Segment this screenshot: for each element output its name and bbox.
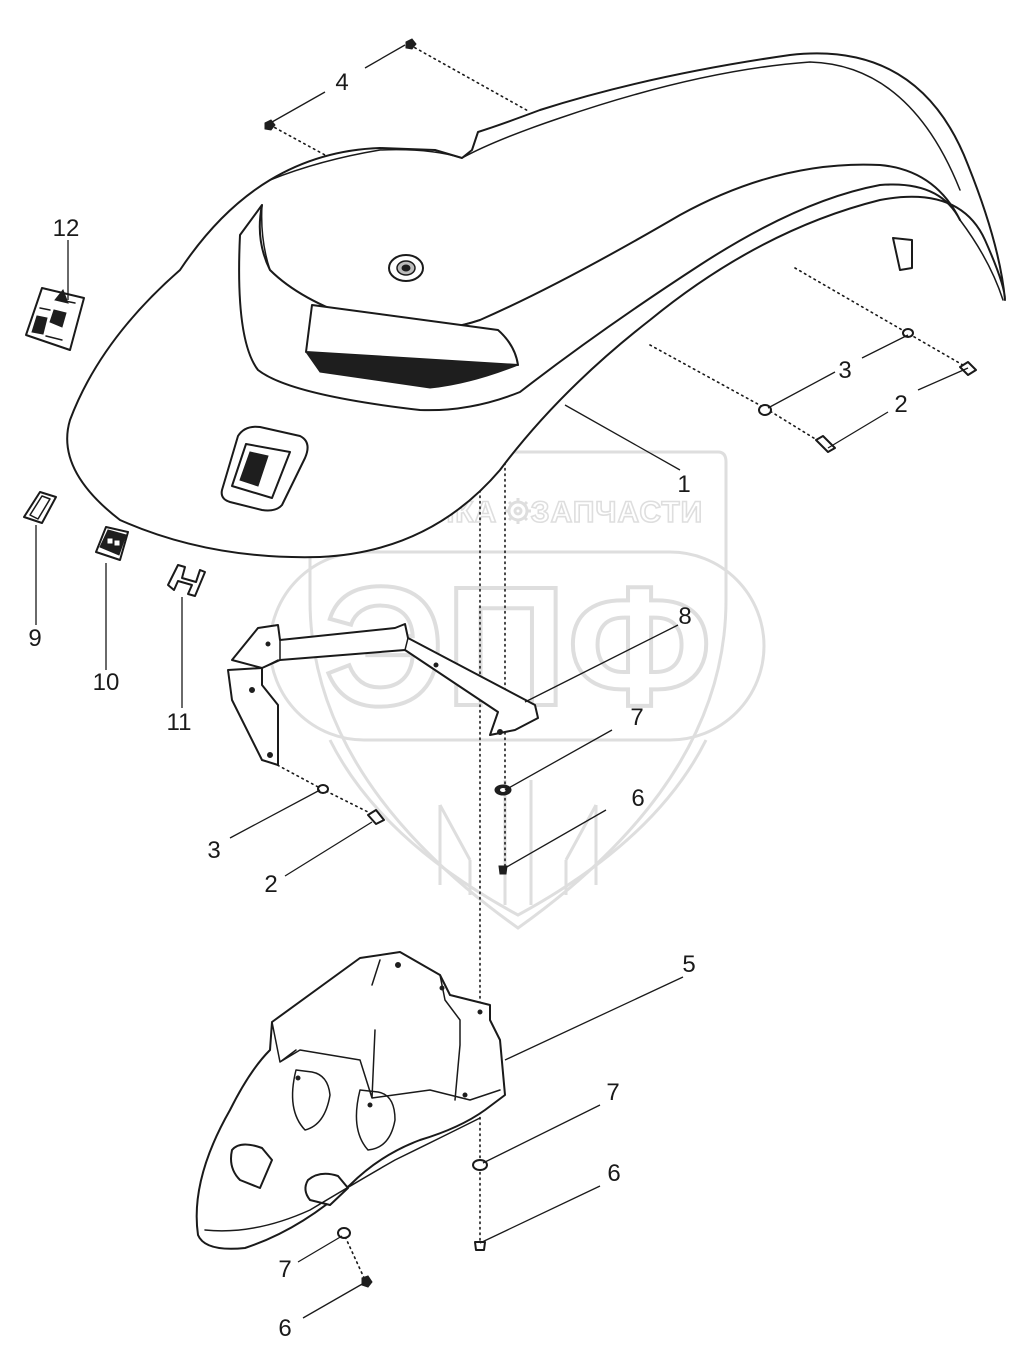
pan-pocket-right <box>355 1089 396 1151</box>
callout-3-top: 3 <box>838 357 851 384</box>
callout-2-top: 2 <box>894 391 907 418</box>
bracket-top-flange <box>231 623 539 736</box>
clip-part-11 <box>167 564 206 597</box>
callout-6-low-right: 6 <box>607 1160 620 1187</box>
nut-6-bottom <box>361 1275 373 1288</box>
callout-4: 4 <box>335 69 348 96</box>
fender-arch-inner <box>959 219 1004 301</box>
leader-lines <box>35 44 969 1319</box>
callout-8: 8 <box>678 603 691 630</box>
pan-inner-wall <box>271 959 501 1101</box>
washer-3-top <box>902 328 914 338</box>
washer-7-mid <box>494 784 512 796</box>
fender-top-ridge <box>269 61 961 191</box>
fender-rear-bracket <box>892 237 913 271</box>
pan-step-right <box>304 1172 349 1206</box>
watermark-shield <box>308 450 728 930</box>
pan-outer <box>195 951 506 1250</box>
fender-part-1 <box>66 52 1006 559</box>
decal-part-12 <box>25 287 85 351</box>
pan-part-5 <box>195 951 506 1250</box>
callout-9: 9 <box>28 625 41 652</box>
washer-7-bottom <box>337 1227 351 1239</box>
callout-6-bottom: 6 <box>278 1315 291 1342</box>
cover-part-9 <box>23 491 57 524</box>
nut-4-top <box>405 38 417 50</box>
callout-2-low: 2 <box>264 871 277 898</box>
bolt-2-mid <box>815 435 836 453</box>
fender-switch-recess <box>220 425 309 512</box>
callout-7-bottom: 7 <box>278 1256 291 1283</box>
pan-step-left <box>230 1143 273 1189</box>
watermark-gear-icon <box>505 498 531 524</box>
pan-lower-lip <box>204 1117 481 1232</box>
callout-labels: 4 12 3 2 1 9 10 11 8 7 6 3 2 5 7 6 7 6 <box>28 69 907 1342</box>
nut-4-left <box>264 119 276 131</box>
callout-11: 11 <box>167 709 192 736</box>
washer-3-low <box>317 784 329 794</box>
callout-1: 1 <box>677 471 690 498</box>
watermark-shield-inner <box>328 739 708 917</box>
callout-7-mid: 7 <box>630 704 643 731</box>
bolt-2-low <box>367 809 385 825</box>
callout-3-low: 3 <box>207 837 220 864</box>
watermark-text-right: ЗАПЧАСТИ <box>531 496 703 529</box>
washer-3-mid <box>758 404 772 416</box>
fender-grommet <box>388 254 424 282</box>
fender-lamp-shadow <box>304 351 519 389</box>
callout-7-low-right: 7 <box>606 1079 619 1106</box>
callout-12: 12 <box>53 215 80 242</box>
fasteners <box>264 38 977 1288</box>
bracket-part-8 <box>227 623 539 766</box>
bracket-fold-line <box>261 637 409 669</box>
bolt-6-low <box>474 1241 486 1251</box>
callout-6-mid: 6 <box>631 785 644 812</box>
switch-part-10 <box>95 526 129 561</box>
bracket-upright <box>227 667 279 766</box>
callout-10: 10 <box>93 669 120 696</box>
pan-pocket-left <box>291 1069 331 1131</box>
callout-5: 5 <box>682 951 695 978</box>
